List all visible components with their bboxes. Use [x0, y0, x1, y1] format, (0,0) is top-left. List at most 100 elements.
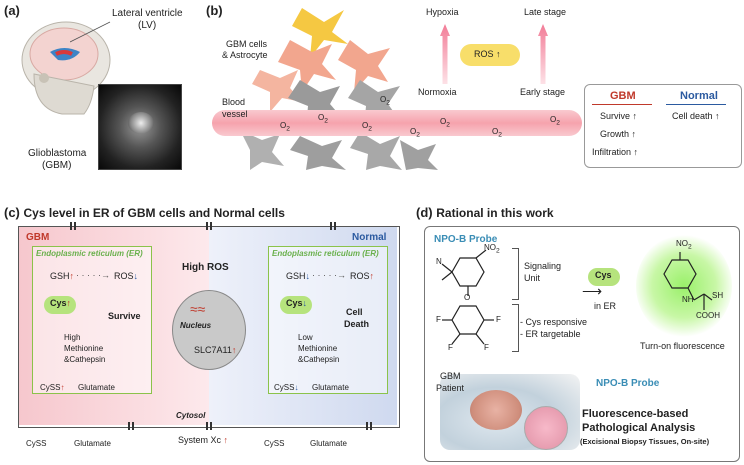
blood-label-2: vessel	[222, 109, 248, 119]
signaling-label-2: Unit	[524, 273, 541, 283]
gbm-cyss: CySS↑	[40, 383, 65, 392]
lv-pointer-line	[70, 21, 111, 43]
table-row-growth: Growth ↑	[600, 129, 637, 139]
probe-f1: F	[436, 315, 441, 324]
normal-ros: ROS↑	[350, 271, 375, 281]
o2-4: O2	[410, 127, 420, 139]
probe-f4: F	[484, 343, 489, 352]
probe-title-2: NPO-B Probe	[596, 378, 660, 389]
cytosol-label: Cytosol	[176, 411, 206, 420]
table-divider	[592, 104, 652, 105]
table-row-infiltration: Infiltration ↑	[592, 147, 639, 157]
stage-arrow	[538, 24, 548, 84]
membrane-marker	[70, 222, 72, 230]
product-cooh: COOH	[696, 311, 720, 320]
normal-cys-bubble	[280, 296, 312, 314]
o2-6: O2	[492, 127, 502, 139]
gbm-survive: Survive	[108, 311, 141, 321]
fluor-label-3: (Excisional Biopsy Tissues, On-site)	[580, 437, 710, 446]
gbm-abbr: (GBM)	[42, 160, 72, 171]
glutamate-outside-left: Glutamate	[74, 439, 111, 448]
tumor-region	[128, 112, 154, 134]
responsive-bracket	[512, 304, 519, 352]
membrane-marker	[206, 222, 208, 230]
panel-b-label: (b)	[206, 3, 223, 18]
normal-met: Methionine	[298, 344, 338, 353]
gbm-patient-label-2: Patient	[436, 383, 465, 393]
panel-a-label: (a)	[4, 3, 20, 18]
signaling-bracket	[512, 248, 519, 300]
system-xc-label: System Xc ↑	[178, 435, 229, 445]
gbm-title: GBM	[26, 232, 50, 243]
gbm-glutamate: Glutamate	[78, 383, 115, 392]
in-er-label: in ER	[594, 301, 617, 311]
probe-f3: F	[448, 343, 453, 352]
product-no2: NO2	[676, 239, 692, 251]
normal-cell-death-1: Cell	[346, 307, 363, 317]
probe-structure	[441, 250, 494, 345]
gbm-ros: ROS↓	[114, 271, 139, 281]
cells-label-1: GBM cells	[226, 39, 268, 49]
probe-o: O	[464, 293, 471, 302]
normal-gsh: GSH↓	[286, 271, 311, 281]
o2-2: O2	[318, 113, 328, 125]
normal-cyss: CySS↓	[274, 383, 299, 392]
membrane-marker	[330, 222, 332, 230]
cell-outer	[18, 226, 400, 428]
gbm-gsh: GSH↑	[50, 271, 75, 281]
high-ros-label: High ROS	[182, 262, 229, 273]
gbm-er-box	[32, 246, 152, 394]
hypoxia-arrow	[440, 24, 450, 84]
outcome-table	[584, 84, 742, 168]
product-nh: NH	[682, 295, 694, 304]
gbm-gsh-ros-arrow: · · · · ·→	[76, 270, 110, 280]
o2-1: O2	[280, 121, 290, 133]
late-stage-label: Late stage	[524, 7, 567, 17]
gbm-er-label: Endoplasmic reticulum (ER)	[36, 249, 143, 258]
gbm-high: High	[64, 333, 81, 342]
table-divider-normal	[666, 104, 726, 105]
biopsy-tissue	[524, 406, 568, 450]
glutamate-outside-right: Glutamate	[310, 439, 347, 448]
probe-f2: F	[496, 315, 501, 324]
table-gbm-head: GBM	[610, 90, 636, 102]
o2-7: O2	[550, 115, 560, 127]
normal-cell-death-2: Death	[344, 319, 370, 329]
product-structure	[663, 252, 713, 310]
normal-er-box	[268, 246, 388, 394]
ros-bubble	[460, 44, 520, 66]
membrane-marker	[366, 422, 368, 430]
o2-8: O2	[380, 95, 390, 107]
panel-c-label: (c) Cys level in ER of GBM cells and Nor…	[4, 205, 285, 220]
table-normal-head: Normal	[680, 90, 718, 102]
probe-no2: NO2	[484, 243, 500, 255]
blood-label-1: Blood	[222, 97, 246, 107]
membrane-marker	[206, 422, 208, 430]
fluor-label-2: Pathological Analysis	[582, 422, 696, 434]
normoxia-label: Normoxia	[418, 87, 457, 97]
nucleus	[172, 290, 246, 370]
reaction-arrow: ⟶	[582, 283, 603, 299]
er-targetable-label: - ER targetable	[520, 329, 581, 339]
lv-abbr: (LV)	[138, 20, 157, 31]
panel-d-label: (d) Rational in this work	[416, 205, 554, 220]
normal-er-label: Endoplasmic reticulum (ER)	[272, 249, 379, 258]
hypoxia-label: Hypoxia	[426, 7, 459, 17]
cys-reagent-label: Cys	[595, 270, 612, 280]
o2-3: O2	[362, 121, 372, 133]
fluorescence-glow	[636, 234, 732, 338]
signaling-label-1: Signaling	[524, 261, 562, 271]
gbm-cys-bubble	[44, 296, 76, 314]
gbm-patient-label-1: GBM	[440, 371, 461, 381]
cyss-outside-left: CySS	[26, 439, 47, 448]
o2-5: O2	[440, 117, 450, 129]
normal-title: Normal	[352, 232, 387, 243]
cells-label-2: & Astrocyte	[222, 50, 268, 60]
gbm-cys: Cys↑	[50, 298, 72, 308]
early-stage-label: Early stage	[520, 87, 566, 97]
normal-cath: &Cathepsin	[298, 355, 340, 364]
gbm-cath: &Cathepsin	[64, 355, 106, 364]
normal-gsh-ros-arrow: · · · · ·→	[312, 270, 346, 280]
cys-reagent-bubble	[588, 268, 620, 286]
lv-label: Lateral ventricle	[112, 8, 183, 19]
